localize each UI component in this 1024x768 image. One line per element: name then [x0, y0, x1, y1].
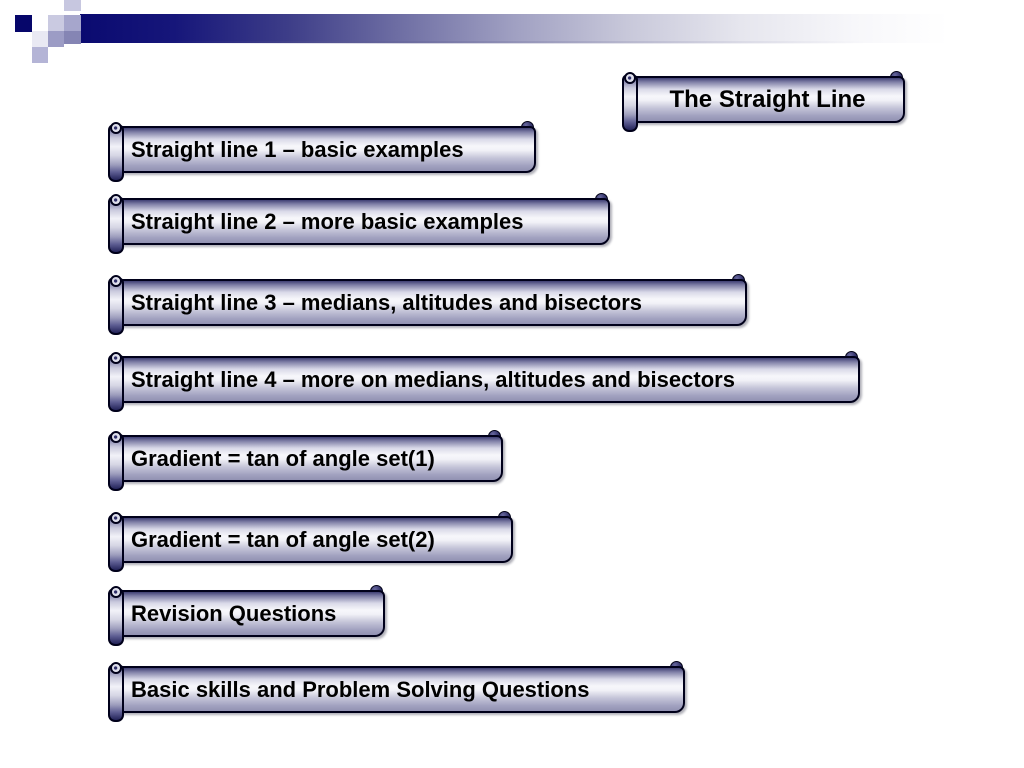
mosaic-square — [48, 31, 64, 47]
menu-banner[interactable]: Straight line 3 – medians, altitudes and… — [108, 274, 747, 338]
menu-banner[interactable]: Straight line 4 – more on medians, altit… — [108, 351, 860, 415]
title-banner: The Straight Line — [622, 71, 905, 135]
banner-body: Straight line 4 – more on medians, altit… — [116, 356, 860, 403]
mosaic-square — [15, 15, 32, 32]
menu-banner[interactable]: Straight line 2 – more basic examples — [108, 193, 610, 257]
banner-label: Straight line 1 – basic examples — [131, 136, 464, 162]
banner-body: Gradient = tan of angle set(1) — [116, 435, 503, 482]
banner-label: Gradient = tan of angle set(2) — [131, 526, 435, 552]
banner-body: Straight line 2 – more basic examples — [116, 198, 610, 245]
banner-body: Basic skills and Problem Solving Questio… — [116, 666, 685, 713]
scroll-curl-icon — [110, 586, 122, 598]
mosaic-square — [48, 15, 64, 32]
header-gradient-bar — [80, 14, 1024, 43]
mosaic-square — [64, 15, 81, 32]
mosaic-square — [32, 31, 48, 47]
banner-label: Gradient = tan of angle set(1) — [131, 445, 435, 471]
menu-banner[interactable]: Gradient = tan of angle set(1) — [108, 430, 503, 494]
banner-label: Straight line 3 – medians, altitudes and… — [131, 289, 643, 315]
banner-body: Revision Questions — [116, 590, 385, 637]
scroll-curl-icon — [110, 352, 122, 364]
page-title: The Straight Line — [669, 85, 866, 113]
title-banner-body: The Straight Line — [630, 76, 905, 123]
banner-label: Straight line 4 – more on medians, altit… — [131, 366, 735, 392]
scroll-curl-icon — [110, 275, 122, 287]
scroll-curl-icon — [110, 194, 122, 206]
banner-label: Basic skills and Problem Solving Questio… — [131, 676, 590, 702]
mosaic-square — [64, 31, 81, 44]
mosaic-square — [64, 0, 81, 11]
scroll-curl-icon — [110, 512, 122, 524]
banner-body: Gradient = tan of angle set(2) — [116, 516, 513, 563]
mosaic-square — [32, 47, 48, 63]
scroll-curl-icon — [110, 662, 122, 674]
menu-banner[interactable]: Basic skills and Problem Solving Questio… — [108, 661, 685, 725]
scroll-curl-icon — [110, 122, 122, 134]
banner-label: Straight line 2 – more basic examples — [131, 208, 524, 234]
scroll-curl-icon — [624, 72, 636, 84]
banner-body: Straight line 1 – basic examples — [116, 126, 536, 173]
menu-banner[interactable]: Straight line 1 – basic examples — [108, 121, 536, 185]
header-bar-edge — [150, 41, 1024, 44]
banner-body: Straight line 3 – medians, altitudes and… — [116, 279, 747, 326]
menu-banner[interactable]: Revision Questions — [108, 585, 385, 649]
banner-label: Revision Questions — [131, 600, 337, 626]
scroll-curl-icon — [110, 431, 122, 443]
menu-banner[interactable]: Gradient = tan of angle set(2) — [108, 511, 513, 575]
